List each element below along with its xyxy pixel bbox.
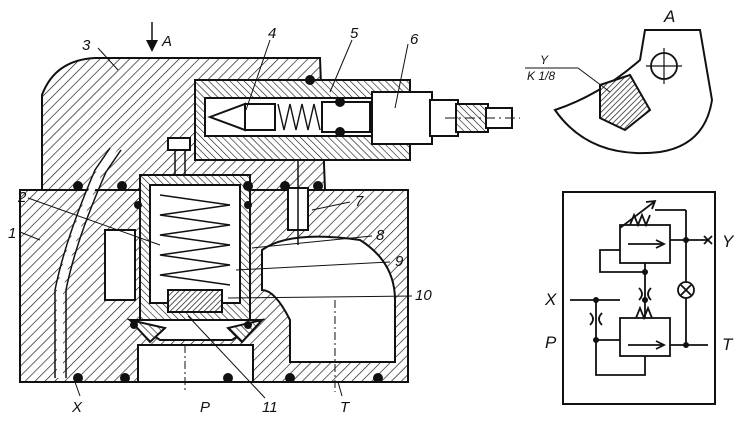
part-number-11: 11 (262, 399, 278, 416)
part-number-labels: 3 4 5 6 2 1 7 8 9 10 11 A X P T (8, 25, 432, 416)
detail-note-top: Y (540, 53, 549, 67)
detail-note-bottom: K 1/8 (527, 69, 555, 83)
detail-labels: A Y K 1/8 (527, 7, 675, 83)
part-number-8: 8 (376, 227, 385, 244)
part-number-1: 1 (8, 225, 16, 242)
view-arrow-label: A (161, 33, 172, 50)
schematic-port-x: X (544, 290, 557, 309)
hydraulic-schematic (562, 191, 716, 405)
part-number-9: 9 (395, 253, 404, 270)
port-label-x: X (71, 399, 83, 416)
part-number-3: 3 (82, 37, 91, 54)
schematic-port-t: T (722, 335, 734, 354)
part-number-10: 10 (415, 287, 432, 304)
port-label-t: T (340, 399, 351, 416)
part-number-4: 4 (268, 25, 276, 42)
part-number-5: 5 (350, 25, 359, 42)
part-number-2: 2 (17, 189, 27, 206)
detail-view-a (525, 29, 714, 155)
part-number-6: 6 (410, 31, 419, 48)
schematic-labels: X P Y T (544, 232, 735, 354)
detail-view-title: A (663, 7, 675, 26)
part-number-7: 7 (355, 193, 364, 210)
valve-section-view (19, 22, 520, 399)
port-label-p: P (200, 399, 210, 416)
schematic-port-y: Y (722, 232, 735, 251)
schematic-port-p: P (545, 333, 557, 352)
